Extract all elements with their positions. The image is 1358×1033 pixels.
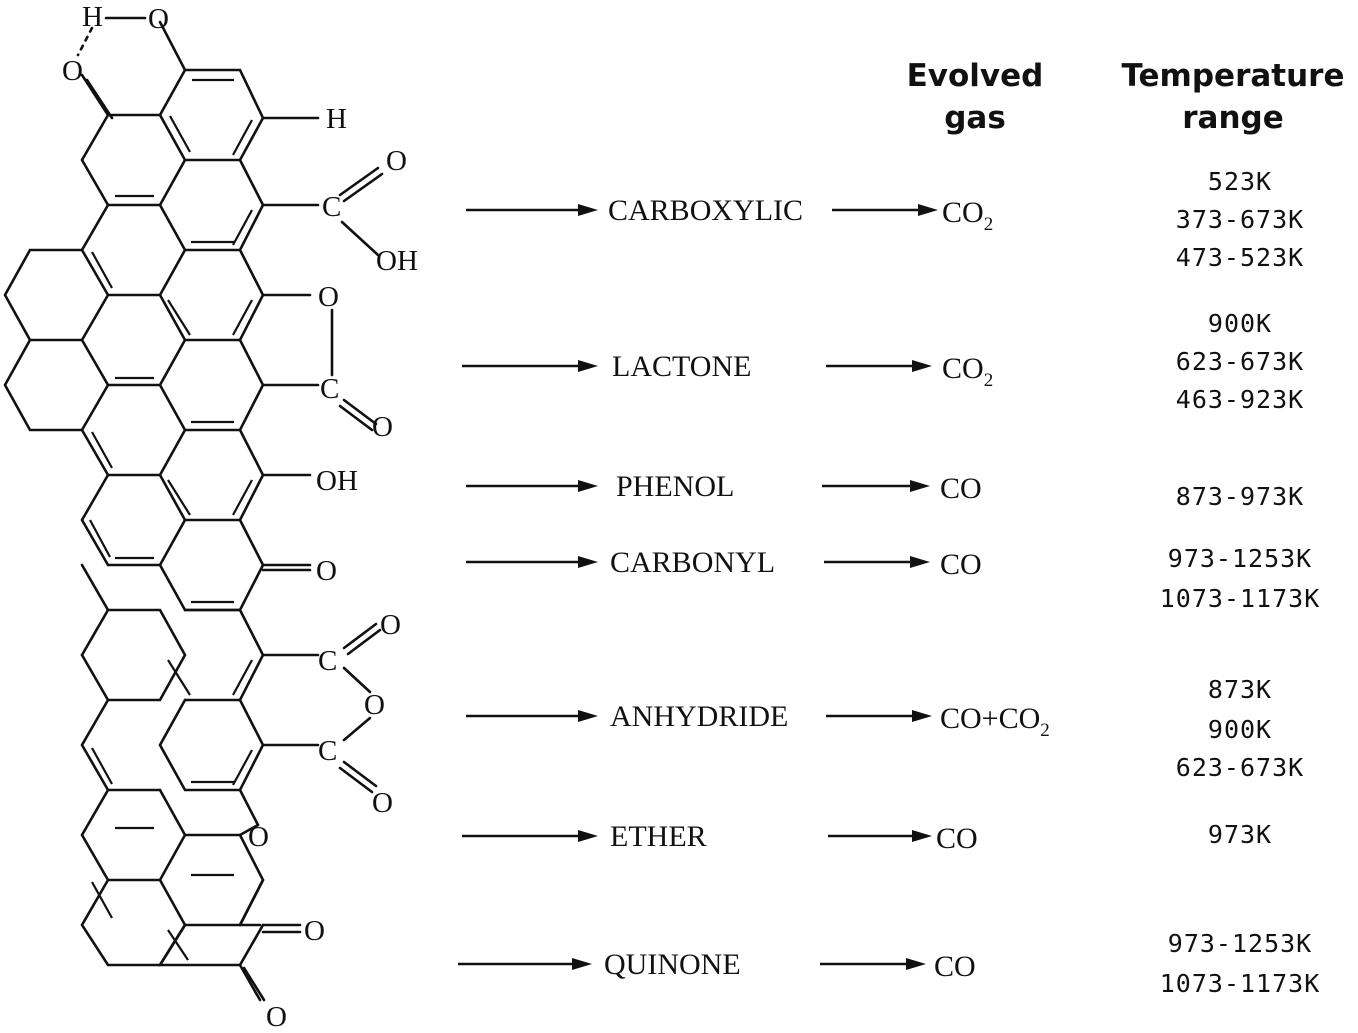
group-name: CARBONYL bbox=[610, 546, 775, 579]
atom-o-quinone-1: O bbox=[304, 915, 325, 947]
atom-o-ether: O bbox=[248, 821, 269, 853]
atom-h-top: H bbox=[82, 1, 103, 33]
anhydride-group bbox=[338, 622, 382, 794]
temperature-value: 973-1253K bbox=[1168, 544, 1312, 573]
evolved-gas: CO bbox=[936, 822, 978, 855]
arrow-to-gas bbox=[828, 830, 932, 842]
header-temperature-line2: range bbox=[1182, 100, 1284, 136]
arrow-to-gas bbox=[820, 958, 926, 970]
atom-o-anhydride-top: O bbox=[380, 609, 401, 641]
atom-o-carbonyl-mid: O bbox=[316, 555, 337, 587]
atom-o-carbonyl: O bbox=[62, 55, 83, 87]
atom-o-lactone: O bbox=[318, 281, 339, 313]
temperature-value: 473-523K bbox=[1176, 243, 1304, 272]
temperature-value: 623-673K bbox=[1176, 753, 1304, 782]
evolved-gas: CO bbox=[940, 548, 982, 581]
row-anhydride: ANHYDRIDE CO+CO2 873K 900K 623-673K bbox=[466, 675, 1304, 782]
temperature-value: 973K bbox=[1208, 820, 1272, 849]
arrow-to-group bbox=[466, 556, 598, 568]
evolved-gas: CO2 bbox=[942, 352, 993, 391]
atom-c-anhydride-bottom: C bbox=[318, 735, 337, 767]
carboxylic-group bbox=[338, 166, 384, 257]
temperature-value: 900K bbox=[1208, 309, 1272, 338]
group-name: ANHYDRIDE bbox=[610, 700, 788, 733]
atom-o-anhydride-bottom: O bbox=[372, 787, 393, 819]
arrow-to-gas bbox=[822, 480, 930, 492]
evolved-gas: CO bbox=[934, 950, 976, 983]
arrow-to-group bbox=[466, 204, 598, 216]
atom-oh-carboxylic: OH bbox=[376, 245, 418, 277]
row-carbonyl: CARBONYL CO 973-1253K 1073-1173K bbox=[466, 544, 1321, 613]
evolved-gas: CO bbox=[940, 472, 982, 505]
temperature-value: 463-923K bbox=[1176, 385, 1304, 414]
atom-c-lactone: C bbox=[320, 373, 339, 405]
graphene-structure: H O O H C O OH O C O OH O O C O C O O O … bbox=[3, 1, 418, 1033]
header-evolved-gas-line2: gas bbox=[944, 100, 1006, 136]
lactone-group bbox=[330, 308, 378, 432]
atom-c-carboxylic: C bbox=[322, 191, 341, 223]
row-quinone: QUINONE CO 973-1253K 1073-1173K bbox=[458, 929, 1321, 998]
header-temperature-line1: Temperature bbox=[1122, 58, 1345, 94]
header-evolved-gas-line1: Evolved bbox=[907, 58, 1044, 94]
group-name: CARBOXYLIC bbox=[608, 194, 803, 227]
temperature-value: 1073-1173K bbox=[1160, 584, 1321, 613]
evolved-gas: CO2 bbox=[942, 196, 993, 235]
evolved-gas: CO+CO2 bbox=[940, 702, 1050, 741]
temperature-value: 973-1253K bbox=[1168, 929, 1312, 958]
group-name: LACTONE bbox=[612, 350, 751, 383]
arrow-to-gas bbox=[826, 360, 932, 372]
atom-labels: H O O H C O OH O C O OH O O C O C O O O … bbox=[62, 1, 418, 1033]
atom-o-anhydride-bridge: O bbox=[364, 689, 385, 721]
atom-o-top: O bbox=[148, 3, 169, 35]
arrow-to-group bbox=[466, 710, 598, 722]
arrow-to-gas bbox=[824, 556, 930, 568]
column-headers: Evolved gas Temperature range bbox=[907, 58, 1345, 136]
row-lactone: LACTONE CO2 900K 623-673K 463-923K bbox=[462, 309, 1304, 414]
atom-o-lactone-carbonyl: O bbox=[372, 411, 393, 443]
row-carboxylic: CARBOXYLIC CO2 523K 373-673K 473-523K bbox=[466, 167, 1304, 272]
arrow-to-group bbox=[462, 360, 598, 372]
atom-o-quinone-2: O bbox=[266, 1001, 287, 1033]
arrow-to-group bbox=[466, 480, 598, 492]
aromatic-double-bonds bbox=[89, 78, 253, 961]
arrow-to-gas bbox=[826, 710, 932, 722]
group-name: PHENOL bbox=[616, 470, 734, 503]
skeleton-bonds bbox=[3, 20, 320, 1002]
temperature-value: 900K bbox=[1208, 715, 1272, 744]
quinone-group bbox=[242, 923, 302, 1002]
group-name: QUINONE bbox=[604, 948, 741, 981]
temperature-value: 1073-1173K bbox=[1160, 969, 1321, 998]
arrow-to-group bbox=[462, 830, 598, 842]
arrow-to-group bbox=[458, 958, 592, 970]
temperature-value: 523K bbox=[1208, 167, 1272, 196]
hydrogen-bond bbox=[76, 26, 94, 57]
temperature-value: 873K bbox=[1208, 675, 1272, 704]
arrow-to-gas bbox=[832, 204, 938, 216]
temperature-value: 373-673K bbox=[1176, 205, 1304, 234]
row-phenol: PHENOL CO 873-973K bbox=[466, 470, 1304, 511]
row-ether: ETHER CO 973K bbox=[462, 820, 1272, 855]
temperature-value: 873-973K bbox=[1176, 482, 1304, 511]
group-rows: CARBOXYLIC CO2 523K 373-673K 473-523K LACTONE… bbox=[458, 167, 1321, 998]
atom-c-anhydride-top: C bbox=[318, 645, 337, 677]
temperature-value: 623-673K bbox=[1176, 347, 1304, 376]
group-name: ETHER bbox=[610, 820, 707, 853]
atom-oh-phenol: OH bbox=[316, 465, 358, 497]
atom-h-right: H bbox=[326, 103, 347, 135]
atom-o-carboxylic: O bbox=[386, 145, 407, 177]
